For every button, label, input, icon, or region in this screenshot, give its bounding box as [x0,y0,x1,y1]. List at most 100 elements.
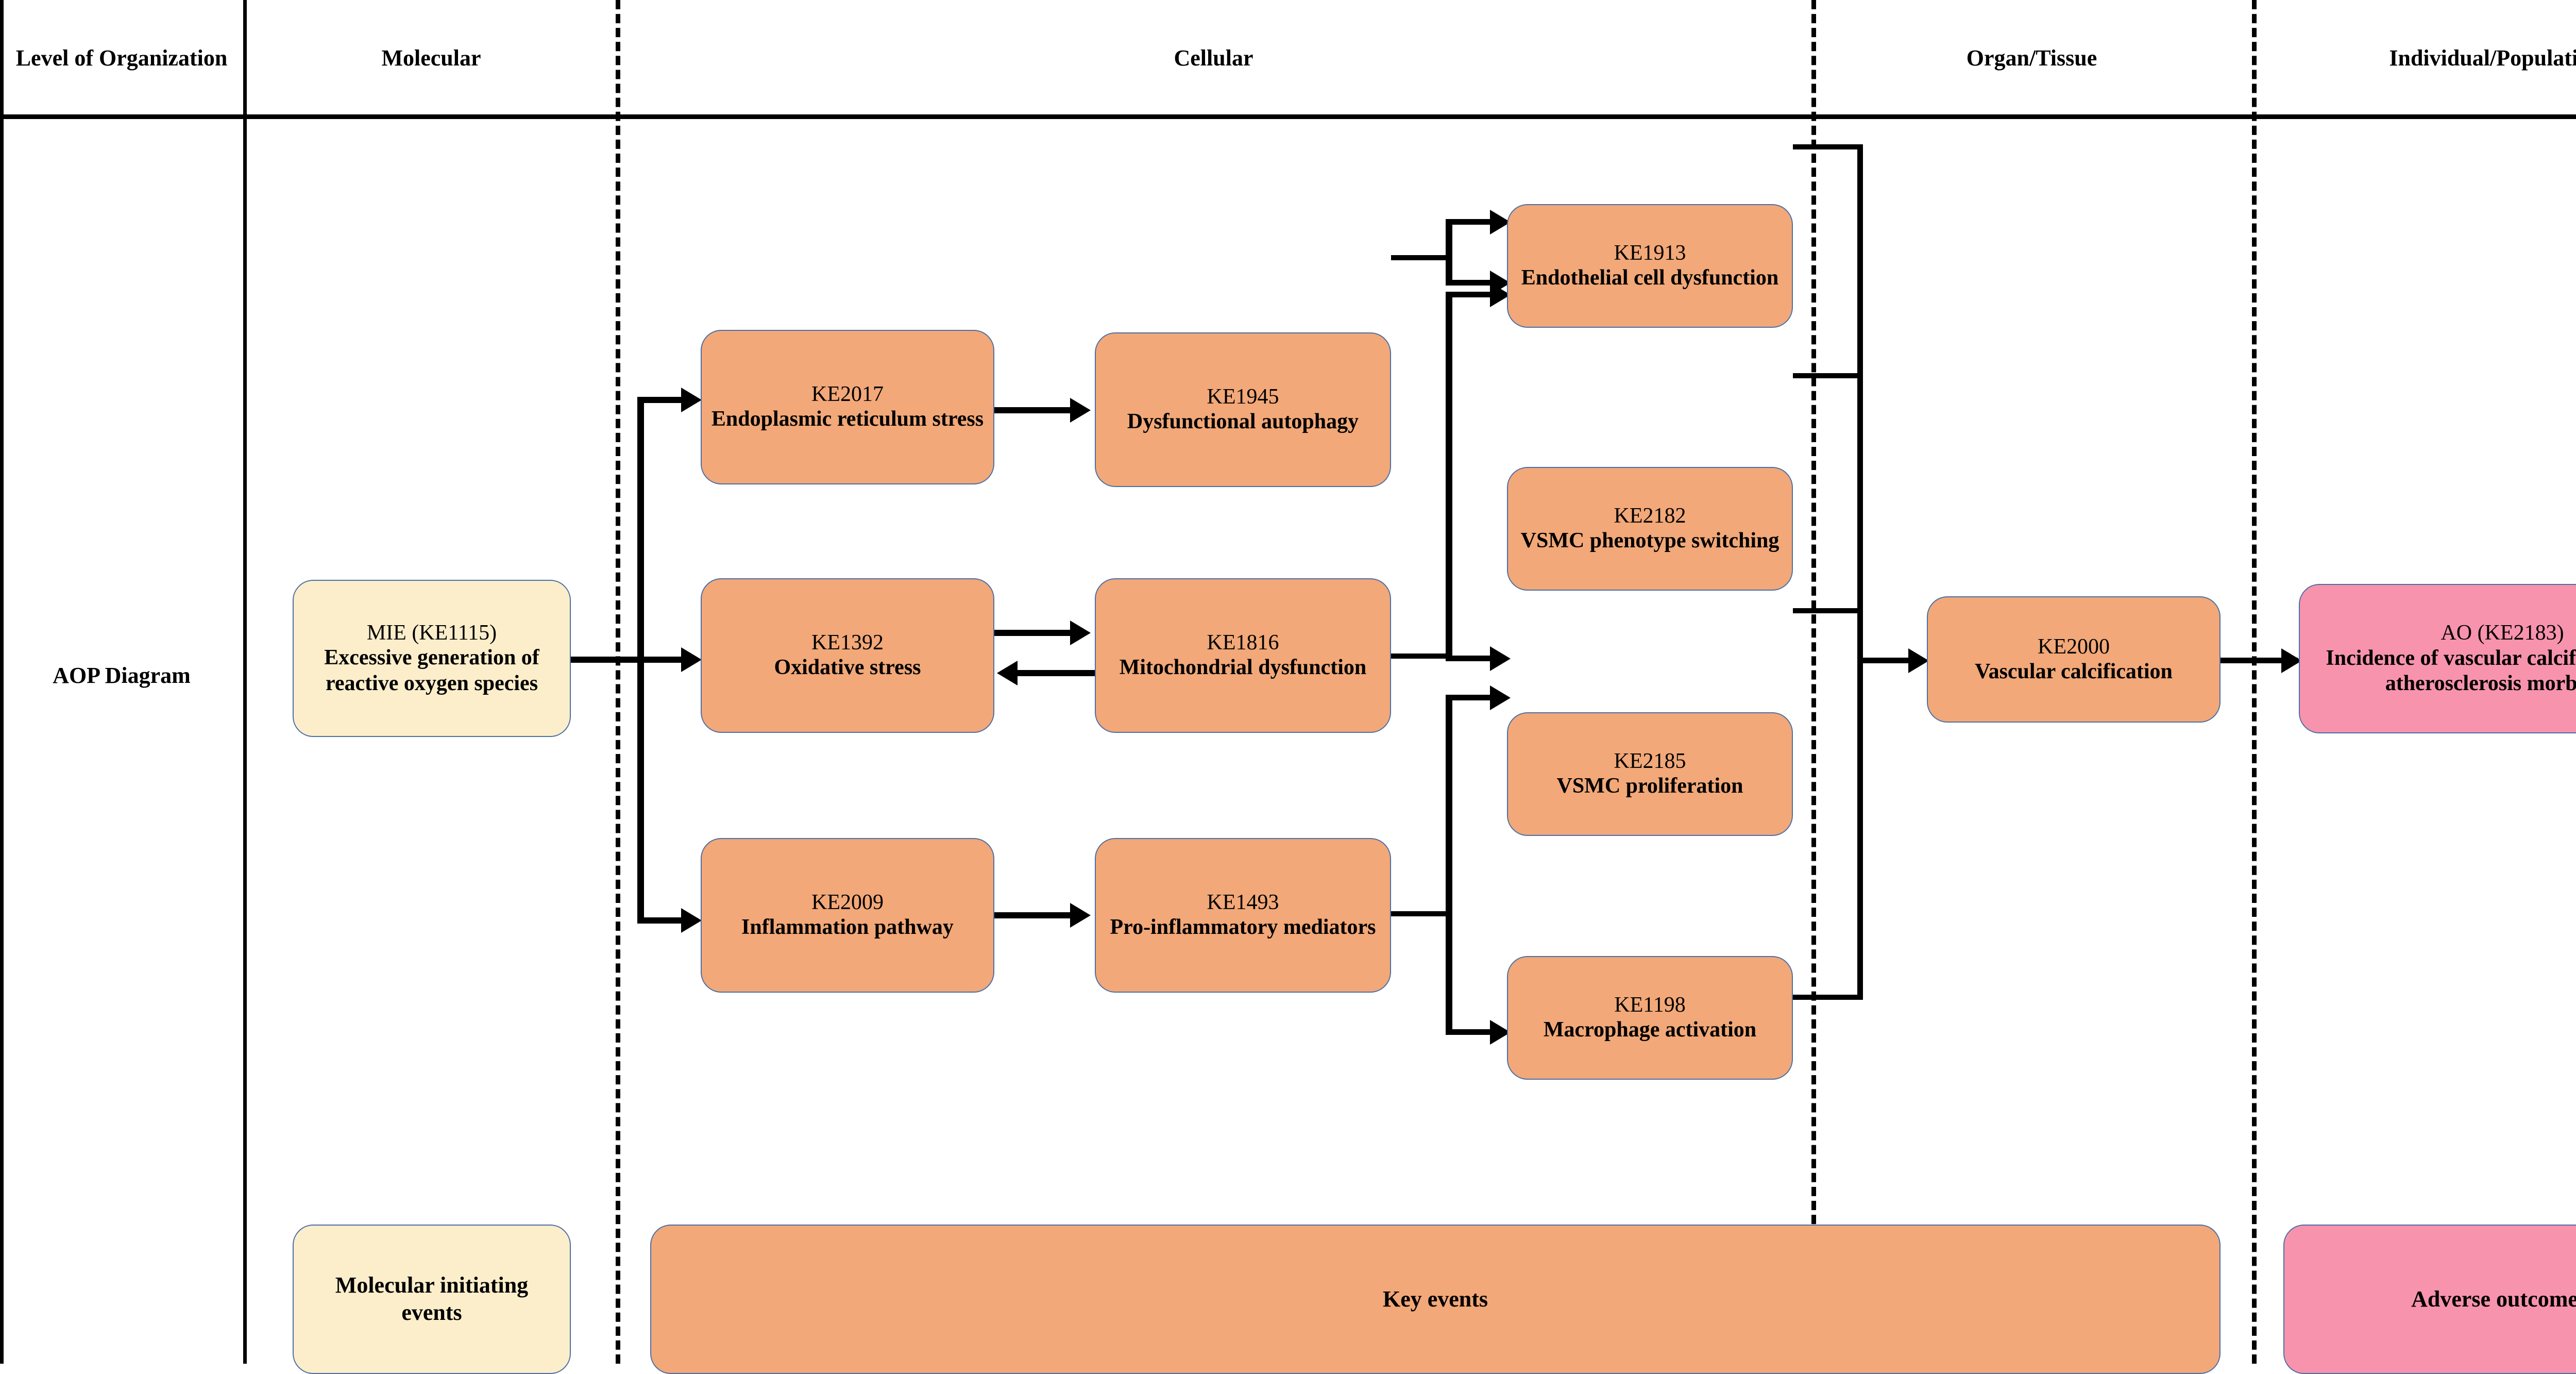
edge-ke2000-to-ao-arrowhead [2281,648,2302,673]
legend-key-events[interactable]: Key events [650,1225,2221,1374]
edge-ke2017-to-ke1945-arrowhead [1070,398,1091,423]
edge-ke1392-to-ke1816-line [994,630,1075,636]
node-ke1945-title: Dysfunctional autophagy [1127,410,1359,434]
node-ke1816-id: KE1816 [1207,631,1279,655]
node-ke1392-title: Oxidative stress [774,656,921,680]
node-ke1816-title: Mitochondrial dysfunction [1119,656,1367,680]
row-label-aop-diagram-text: AOP Diagram [53,663,191,688]
edge-ke1816-to-ke1392-line [1018,670,1095,676]
node-ke1493-title: Pro-inflammatory mediators [1110,915,1376,940]
edge-collector-bus-vertical [1857,144,1863,1000]
node-ao-title: Incidence of vascular calcification and … [2326,646,2576,696]
header-column-individual-population: Individual/Population [2252,0,2576,116]
edge-bus-to-ke2000-arrowhead [1908,648,1929,673]
edge-ke2009-to-ke1493-line [994,912,1075,918]
node-ke2000-id: KE2000 [2038,634,2110,659]
edge-ke1392-to-ke1816-arrowhead [1070,621,1091,645]
edge-ke2185-to-bus [1793,608,1862,613]
lane-divider-organ-individual [2252,0,2257,1364]
node-ke2182-title: VSMC phenotype switching [1520,529,1780,553]
node-ke1198[interactable]: KE1198 Macrophage activation [1507,956,1793,1080]
edge-ke1913-to-bus [1793,144,1862,149]
edge-mie-trunk [571,657,643,663]
table-left-border [0,0,4,1364]
edge-ke1945-trunk [1391,255,1452,260]
table-divider-label-column [243,0,247,1364]
edge-ke1493-to-ke2185-line [1446,695,1497,700]
node-ke2182[interactable]: KE2182 VSMC phenotype switching [1507,467,1793,591]
edge-ke1493-bus-vertical [1446,695,1452,1035]
edge-mie-to-ke2017-line [637,397,688,403]
edge-ke1816-to-ke1392-arrowhead [997,661,1018,685]
edge-ke1493-to-ke2185-arrowhead [1490,685,1511,710]
node-ke2182-id: KE2182 [1614,504,1686,528]
edge-ke1493-trunk [1391,911,1452,916]
edge-ke2182-to-bus [1793,373,1862,378]
node-ke2185-title: VSMC proliferation [1556,774,1743,798]
legend-ke-label: Key events [1382,1286,1488,1312]
edge-ke1816-trunk [1391,654,1452,659]
edge-ke2017-to-ke1945-line [994,407,1075,413]
header-column-cellular: Cellular [616,0,1811,116]
node-ke2017-id: KE2017 [811,382,884,407]
edge-ke1945-to-ke1913-line [1446,219,1497,225]
node-ke1816[interactable]: KE1816 Mitochondrial dysfunction [1095,578,1391,733]
node-ke2017[interactable]: KE2017 Endoplasmic reticulum stress [701,330,994,484]
lane-divider-cellular-organ [1811,0,1816,1364]
edge-mie-to-ke2009-line [637,917,688,924]
header-column-organ-tissue: Organ/Tissue [1811,0,2252,116]
edge-ke1945-to-ke2182-line [1446,280,1497,286]
edge-ke1816-to-ke2182-line [1446,292,1497,297]
header-column-individual-population-text: Individual/Population [2389,45,2576,71]
edge-bus-to-ke2000-line [1857,658,1915,663]
edge-ke1945-bus-vertical [1446,222,1452,286]
edge-mie-to-ke2009-arrowhead [681,908,702,933]
node-ke2000[interactable]: KE2000 Vascular calcification [1927,596,2221,723]
node-ke1945-id: KE1945 [1207,385,1279,409]
node-ke1198-title: Macrophage activation [1543,1018,1757,1042]
legend-mie-label: Molecular initiating events [335,1272,529,1325]
node-ke2000-title: Vascular calcification [1975,659,2173,683]
node-ke1913-id: KE1913 [1614,241,1686,265]
edge-ke1816-to-ke2185-line [1446,656,1497,661]
edge-mie-to-ke1392-arrowhead [681,647,702,672]
header-row-label: Level of Organization [0,0,243,116]
edge-ke1493-to-ke1198-line [1446,1029,1497,1035]
header-row-label-text: Level of Organization [15,45,228,71]
legend-molecular-initiating-events[interactable]: Molecular initiating events [293,1225,571,1374]
edge-mie-to-ke1392-line [637,657,688,663]
header-column-molecular: Molecular [247,0,616,116]
node-ke1913-title: Endothelial cell dysfunction [1521,266,1779,290]
node-ke2009[interactable]: KE2009 Inflammation pathway [701,838,994,993]
header-column-cellular-text: Cellular [1174,45,1253,71]
node-ke1493-id: KE1493 [1207,891,1279,915]
node-ke2009-id: KE2009 [811,891,884,915]
node-ao-id: AO (KE2183) [2441,621,2564,645]
node-ke1392[interactable]: KE1392 Oxidative stress [701,578,994,733]
node-mie-title: Excessive generation of reactive oxygen … [324,646,539,695]
node-ke2185-id: KE2185 [1614,749,1686,774]
edge-mie-to-ke2017-arrowhead [681,388,702,412]
edge-ke2000-to-ao-line [2221,658,2298,663]
edge-ke1198-to-bus [1793,995,1862,1000]
edge-ke1816-to-ke2185-arrowhead [1490,646,1511,671]
node-ke1198-id: KE1198 [1614,993,1686,1017]
node-ke2185[interactable]: KE2185 VSMC proliferation [1507,712,1793,836]
edge-ke1816-bus-vertical-lower [1446,293,1452,661]
lane-divider-molecular-cellular [616,0,620,1364]
header-underline [0,114,2576,119]
node-ke2017-title: Endoplasmic reticulum stress [711,407,984,431]
node-ao[interactable]: AO (KE2183) Incidence of vascular calcif… [2299,584,2576,733]
node-ke1392-id: KE1392 [811,631,884,655]
node-mie[interactable]: MIE (KE1115) Excessive generation of rea… [293,580,571,737]
header-column-organ-tissue-text: Organ/Tissue [1966,45,2097,71]
node-ke1913[interactable]: KE1913 Endothelial cell dysfunction [1507,204,1793,328]
header-column-molecular-text: Molecular [381,45,481,71]
edge-ke2009-to-ke1493-arrowhead [1070,903,1091,928]
legend-adverse-outcome[interactable]: Adverse outcome [2283,1225,2576,1374]
node-mie-id: MIE (KE1115) [366,621,497,645]
row-label-aop-diagram: AOP Diagram [0,662,243,689]
node-ke2009-title: Inflammation pathway [741,915,954,940]
node-ke1493[interactable]: KE1493 Pro-inflammatory mediators [1095,838,1391,993]
node-ke1945[interactable]: KE1945 Dysfunctional autophagy [1095,332,1391,487]
